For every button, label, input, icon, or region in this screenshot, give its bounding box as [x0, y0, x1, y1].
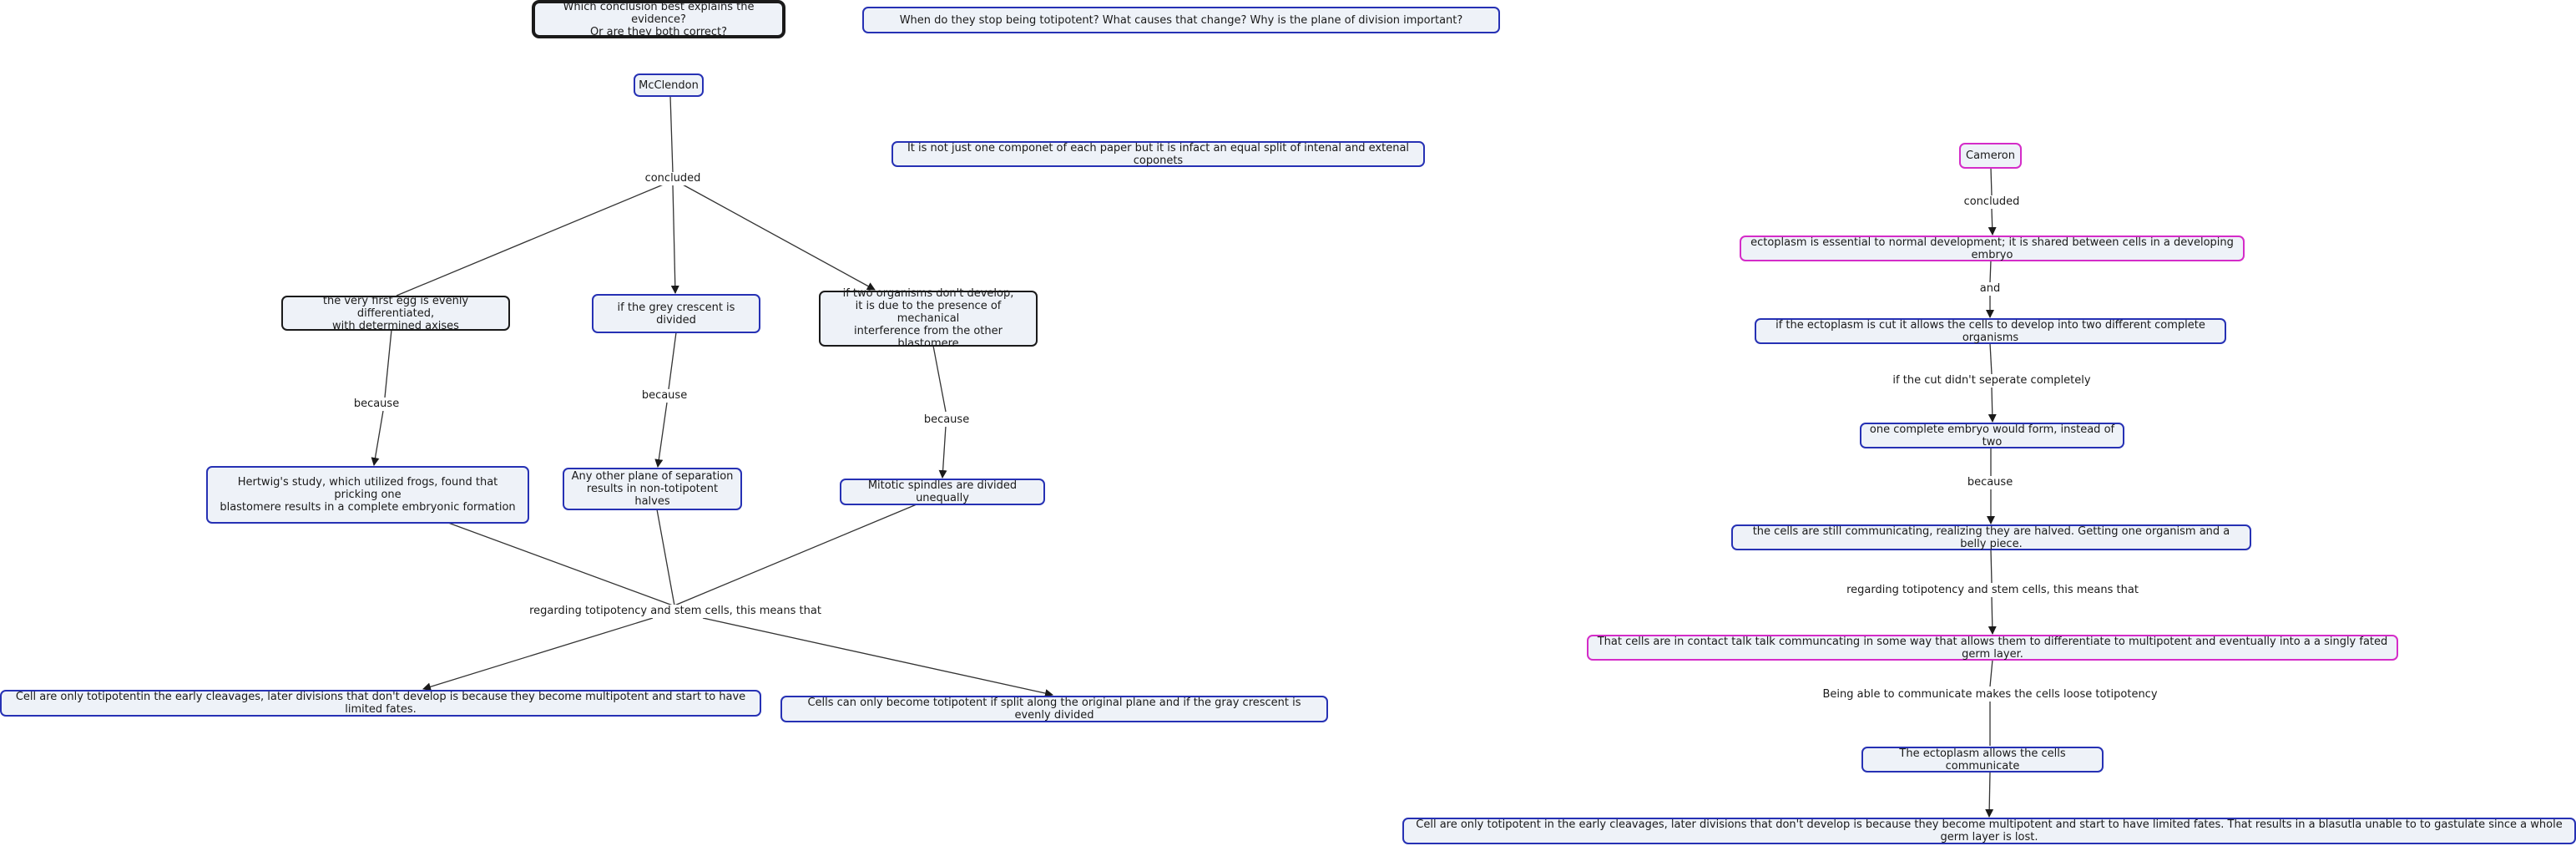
ectoplasm-essential-node[interactable]: ectoplasm is essential to normal develop… — [1740, 236, 2245, 261]
edge-contact-being-able — [1989, 659, 1993, 687]
edge-first-egg-because — [384, 329, 392, 398]
not-one-component-node[interactable]: It is not just one componet of each pape… — [891, 141, 1425, 167]
edge-label-one-embryo — [1988, 387, 1997, 423]
only-early-node[interactable]: Cell are only totipotentin the early cle… — [0, 690, 761, 717]
edge-communicate-only-early — [1985, 771, 1994, 818]
edge-because-hertwig — [371, 410, 384, 466]
totipotent-question-node[interactable]: When do they stop being totipotent? What… — [862, 7, 1500, 33]
edge-essential-and — [1989, 260, 1992, 283]
original-plane-node[interactable]: Cells can only become totipotent if spli… — [780, 696, 1328, 722]
other-plane-node[interactable]: Any other plane of separation results in… — [563, 468, 742, 510]
link-label-cut-didnt-separate: if the cut didn't seperate completely — [1891, 374, 2093, 388]
edge-because-mitotic — [938, 425, 947, 479]
question-node[interactable]: Which conclusion best explains the evide… — [532, 0, 785, 38]
mcclendon-node[interactable]: McClendon — [634, 73, 704, 97]
cameron-node[interactable]: Cameron — [1959, 143, 2022, 169]
edge-concluded-first-egg — [396, 183, 666, 296]
edge-concluded-grey-crescent — [670, 185, 679, 294]
link-label-because-2: because — [639, 389, 689, 403]
edge-cut-label — [1989, 342, 1993, 375]
grey-crescent-node[interactable]: if the grey crescent is divided — [592, 294, 760, 333]
edge-mitotic-regarding — [674, 504, 917, 606]
edge-concluded-two-organisms — [680, 183, 876, 291]
mitotic-node[interactable]: Mitotic spindles are divided unequally — [840, 479, 1045, 505]
hertwig-node[interactable]: Hertwig's study, which utilized frogs, f… — [206, 466, 529, 524]
two-organisms-node[interactable]: if two organisms don't develop, it is du… — [819, 287, 1038, 350]
link-label-concluded-right: concluded — [1962, 195, 2022, 209]
edge-mcclendon-concluded — [669, 95, 674, 174]
edge-grey-crescent-because — [668, 332, 677, 390]
link-label-being-able: Being able to communicate makes the cell… — [1821, 688, 2159, 702]
link-label-concluded-left: concluded — [643, 172, 703, 185]
edge-two-organisms-because — [932, 345, 947, 413]
contact-talk-node[interactable]: That cells are in contact talk talk comm… — [1587, 635, 2398, 661]
one-embryo-node[interactable]: one complete embryo would form, instead … — [1860, 423, 2124, 448]
edge-regarding-only-early — [422, 617, 654, 691]
edge-hertwig-regarding — [447, 522, 674, 606]
edge-still-regarding — [1990, 549, 1993, 584]
first-egg-node[interactable]: the very first egg is evenly differentia… — [281, 295, 510, 332]
link-label-because-right: because — [1965, 476, 2015, 489]
link-label-regarding-right: regarding totipotency and stem cells, th… — [1845, 584, 2140, 597]
link-label-regarding-left: regarding totipotency and stem cells, th… — [528, 605, 823, 618]
only-early-cameron-node[interactable]: Cell are only totipotent in the early cl… — [1402, 818, 2576, 844]
edge-regarding-original-plane — [702, 617, 1053, 697]
ectoplasm-communicate-node[interactable]: The ectoplasm allows the cells communica… — [1861, 747, 2104, 773]
edge-because-other-plane — [654, 402, 668, 468]
still-communicating-node[interactable]: the cells are still communicating, reali… — [1731, 524, 2251, 550]
link-label-because-3: because — [922, 413, 972, 427]
link-label-and: and — [1977, 282, 2003, 296]
link-label-because-1: because — [351, 398, 402, 411]
ectoplasm-cut-node[interactable]: if the ectoplasm is cut it allows the ce… — [1755, 318, 2226, 344]
edge-regarding-contact-talk — [1988, 595, 1997, 635]
edge-other-plane-regarding — [656, 509, 675, 606]
edge-concluded-ectoplasm-essential — [1988, 208, 1997, 236]
edge-cameron-concluded — [1990, 167, 1993, 196]
